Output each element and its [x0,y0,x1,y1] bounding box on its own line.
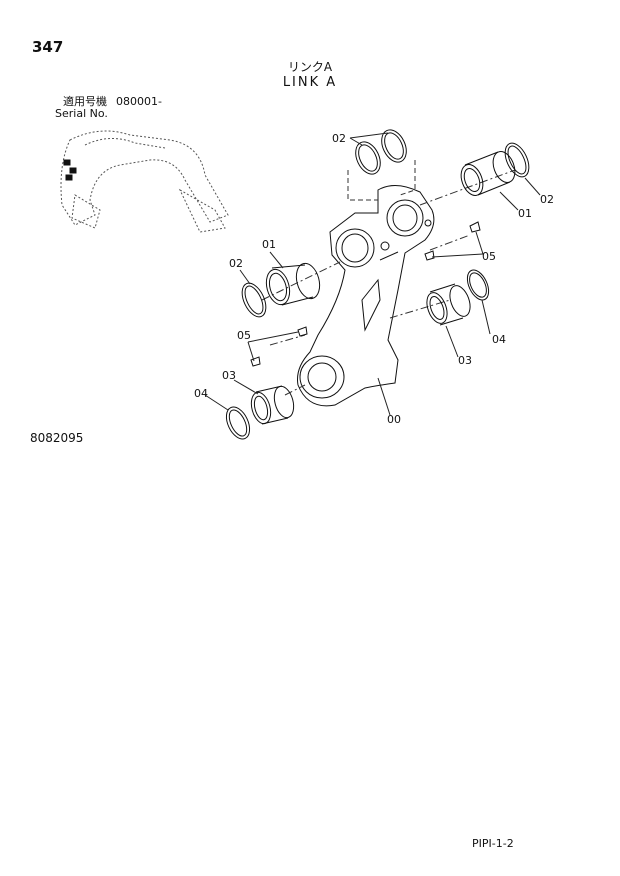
seal-02-right [504,142,530,178]
serial-range: 080001- [116,95,162,108]
bushing-01-left [265,262,321,306]
callout-05-fittings-left: 05 [237,329,251,342]
callout-02-seal-right: 02 [540,193,554,206]
seal-02-upper-left [355,141,381,175]
page-number: 347 [32,38,64,56]
location-marker-icon [63,159,77,181]
serial-label: Serial No. [55,107,108,120]
callout-04-seal-right: 04 [492,333,506,346]
callout-00-link-body: 00 [387,413,401,426]
seal-02-left [241,282,267,318]
page-title: LINK A [282,75,338,90]
callout-leader-lines [204,132,541,416]
seal-04-right [466,269,490,301]
page-title-japanese: リンクA [287,60,333,74]
serial-label-japanese: 適用号機 [63,95,107,108]
figure-number: 8082095 [30,431,84,445]
bushing-03-right [426,283,471,326]
callout-02-seal-left: 02 [229,257,243,270]
callout-05-fittings-right: 05 [482,250,496,263]
assembly-center-lines [261,169,516,396]
link-a-body [297,185,435,407]
seal-02-upper-right [381,129,407,163]
callout-01-bushing-left: 01 [262,238,276,251]
seal-position-bracket [347,160,416,201]
callout-04-seal-left: 04 [194,387,208,400]
callout-02-seals-top: 02 [332,132,346,145]
seal-04-left [225,406,251,440]
callout-03-bushing-right: 03 [458,354,472,367]
bushing-01-right [460,151,516,196]
bushing-03-left [250,385,295,425]
grease-fittings-05 [250,221,481,367]
page-code: PIPI-1-2 [472,837,514,850]
callout-01-bushing-right: 01 [518,207,532,220]
callout-03-bushing-left: 03 [222,369,236,382]
excavator-location-sketch [60,130,229,233]
